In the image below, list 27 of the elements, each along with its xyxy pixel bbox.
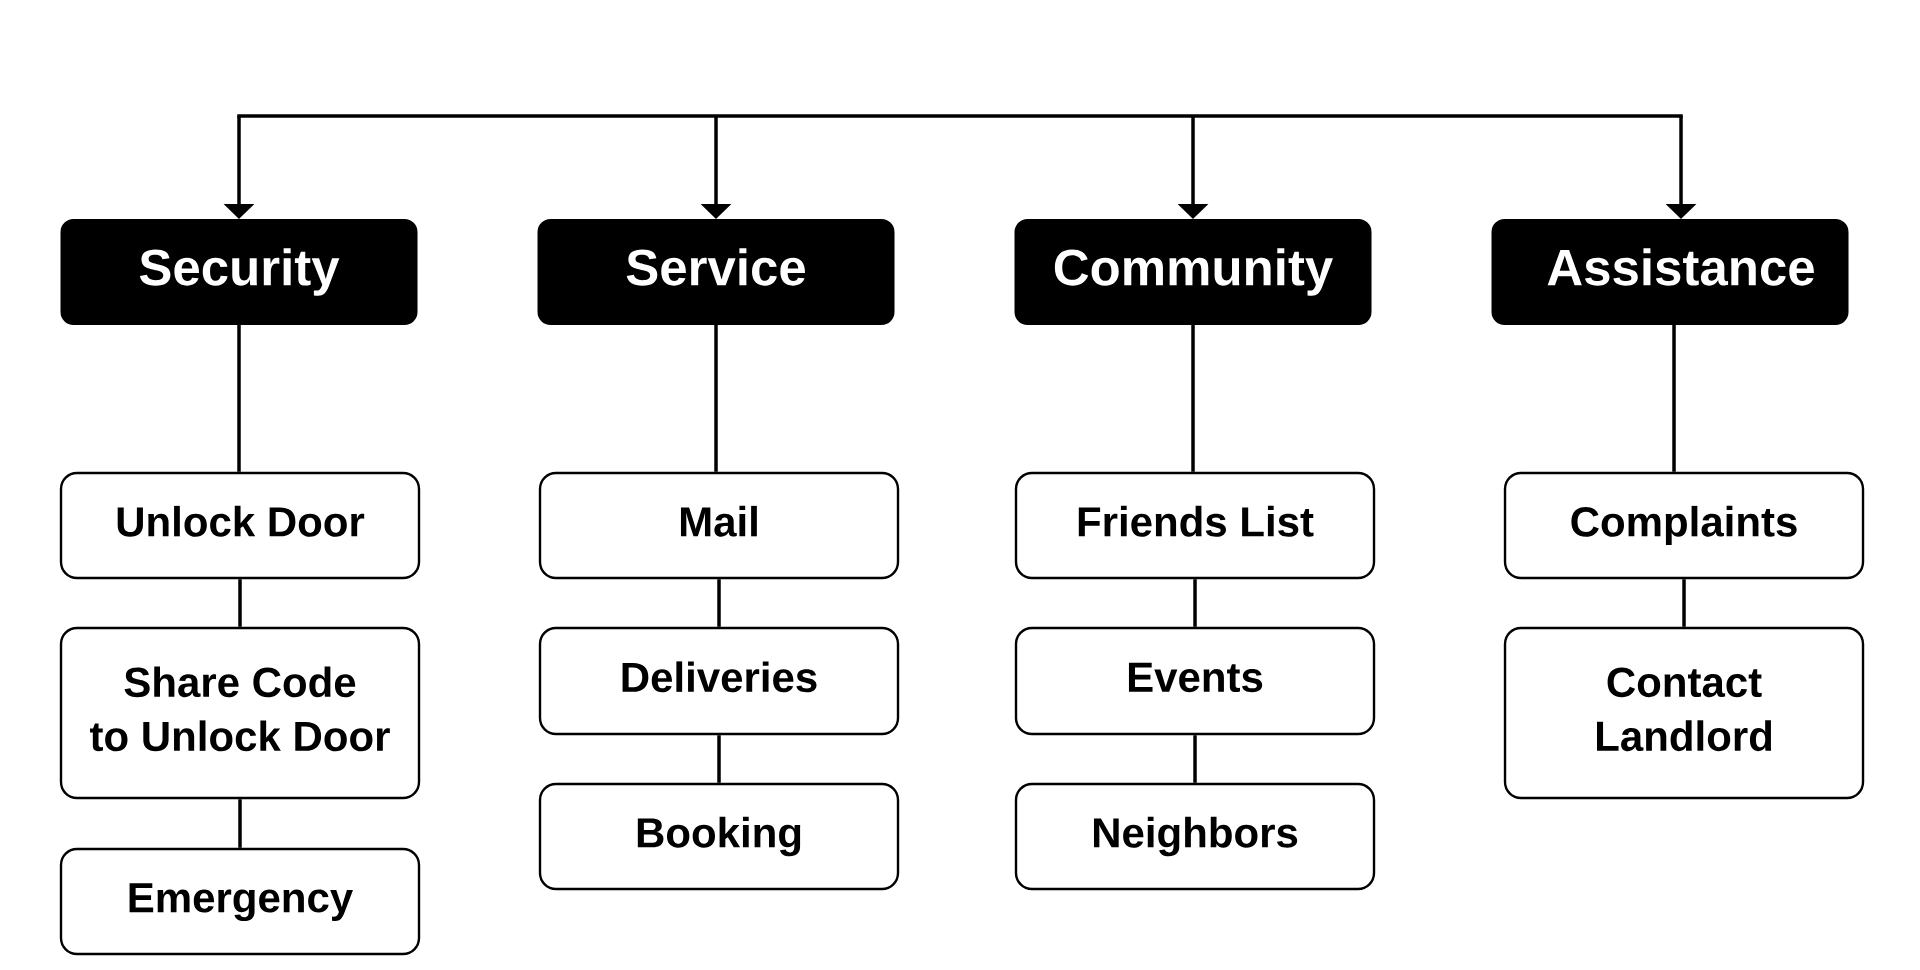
item-box: Share Code to Unlock Door <box>59 626 421 800</box>
item-box: Friends List <box>1014 471 1376 580</box>
connector-line <box>717 735 721 783</box>
item-box: Deliveries <box>538 626 900 736</box>
section-box: Service <box>537 219 895 325</box>
item-box: Complaints <box>1503 471 1865 580</box>
connector-line <box>238 799 242 848</box>
item-box: Neighbors <box>1014 782 1376 891</box>
item-box: Emergency <box>59 847 421 956</box>
connector-line <box>714 325 718 472</box>
connector-line <box>238 579 242 627</box>
section-box: Community <box>1014 219 1372 325</box>
connector-line <box>717 579 721 627</box>
connector-line <box>1672 325 1676 472</box>
section-box: Assistance <box>1491 219 1849 325</box>
connector-line <box>1193 735 1197 783</box>
connector-line <box>1193 579 1197 627</box>
connector-line <box>1191 325 1195 472</box>
item-box: Unlock Door <box>59 471 421 580</box>
item-box: Contact Landlord <box>1503 626 1865 800</box>
item-box: Mail <box>538 471 900 580</box>
connector-line <box>237 114 1683 118</box>
section-box: Security <box>60 219 418 325</box>
item-box: Booking <box>538 782 900 891</box>
connector-line <box>1682 579 1686 627</box>
item-box: Events <box>1014 626 1376 736</box>
connector-line <box>237 325 241 472</box>
